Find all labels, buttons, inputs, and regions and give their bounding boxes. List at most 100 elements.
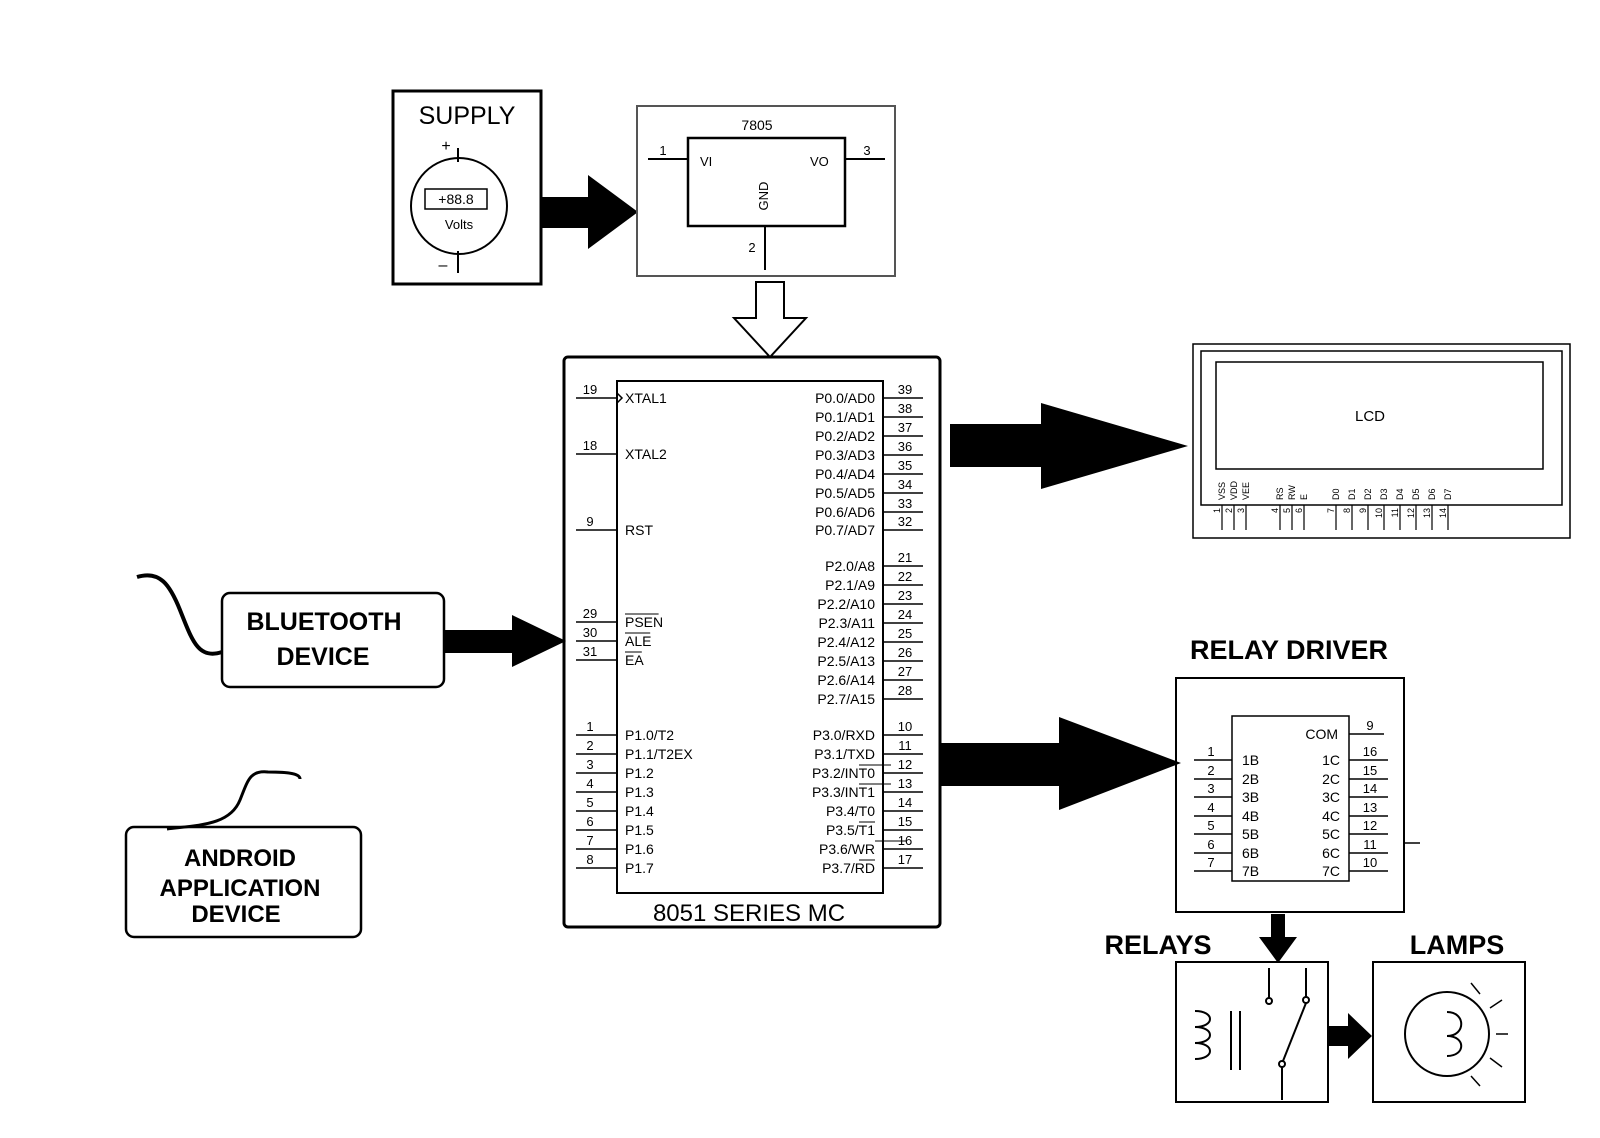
lcd-pin-number: 12 <box>1406 508 1416 518</box>
lcd-pin-number: 11 <box>1390 508 1400 517</box>
supply-plus-label: + <box>441 138 450 155</box>
mcu-pin-number: 32 <box>898 514 912 529</box>
mcu-pin-name: P1.4 <box>625 803 654 819</box>
arrow-mcu-to-relay-driver <box>940 717 1181 810</box>
driver-pin-name: 5B <box>1242 826 1259 842</box>
android-device-block: ANDROID APPLICATION DEVICE <box>124 825 363 939</box>
driver-pin-name: 6C <box>1322 845 1340 861</box>
mcu-title: 8051 SERIES MC <box>653 900 845 927</box>
driver-pin-name: 1B <box>1242 752 1259 768</box>
mcu-pin-number: 10 <box>898 719 912 734</box>
android-label-line2: APPLICATION <box>160 875 321 902</box>
mcu-pin-name: P3.4/T0 <box>826 803 875 819</box>
mcu-pin-number: 6 <box>586 814 593 829</box>
mcu-pin-name: P3.3/INT1 <box>812 784 875 800</box>
mcu-pin-name: P2.1/A9 <box>825 577 875 593</box>
voltmeter-unit: Volts <box>445 217 474 232</box>
driver-pin-number: 14 <box>1363 781 1377 796</box>
mcu-pin-name: XTAL1 <box>625 390 667 406</box>
mcu-pin-name: P0.0/AD0 <box>815 390 875 406</box>
voltmeter-icon <box>410 157 508 255</box>
android-label-line3: DEVICE <box>191 901 280 928</box>
mcu-pin-name: P2.7/A15 <box>817 691 875 707</box>
mcu-pin-name: P2.2/A10 <box>817 596 875 612</box>
relay-driver-com-pin: 9 <box>1366 718 1373 733</box>
relay-coil-icon <box>1194 1010 1241 1070</box>
mcu-pin-number: 11 <box>898 738 912 753</box>
arrow-driver-to-relays <box>1259 914 1297 963</box>
mcu-pin-number: 29 <box>583 606 597 621</box>
regulator-label-in: VI <box>700 154 712 169</box>
relay-driver-pins: 11B22B33B44B55B66B77B161C152C143C134C125… <box>1194 744 1388 879</box>
lcd-block: LCD VSS1VDD2VEE3RS4RW5E6D07D18D29D310D41… <box>1192 343 1571 539</box>
arrow-regulator-to-mcu <box>731 281 809 359</box>
mcu-pin-name: EA <box>625 652 644 668</box>
driver-pin-number: 7 <box>1207 855 1214 870</box>
mcu-pin-name: P0.7/AD7 <box>815 522 875 538</box>
mcu-pin-number: 17 <box>898 852 912 867</box>
lcd-pin-number: 3 <box>1236 508 1246 513</box>
mcu-pin-number: 12 <box>898 757 912 772</box>
mcu-pin-name: P2.5/A13 <box>817 653 875 669</box>
mcu-pin-number: 28 <box>898 683 912 698</box>
regulator-pin-in: 1 <box>659 143 666 158</box>
mcu-pin-name: XTAL2 <box>625 446 667 462</box>
driver-pin-number: 13 <box>1363 800 1377 815</box>
mcu-pin-name: P0.6/AD6 <box>815 504 875 520</box>
mcu-pin-number: 38 <box>898 401 912 416</box>
mcu-pin-number: 22 <box>898 569 912 584</box>
mcu-pin-name: P1.2 <box>625 765 654 781</box>
android-label-line1: ANDROID <box>184 845 296 872</box>
lcd-pins: VSS1VDD2VEE3RS4RW5E6D07D18D29D310D411D51… <box>1212 480 1453 530</box>
bluetooth-antenna-wire <box>136 573 223 656</box>
mcu-pin-name: P2.3/A11 <box>818 615 875 631</box>
mcu-pin-name: P1.5 <box>625 822 654 838</box>
driver-pin-name: 2C <box>1322 771 1340 787</box>
mcu-pin-number: 2 <box>586 738 593 753</box>
lcd-pin-name: D1 <box>1347 488 1357 500</box>
driver-pin-name: 3C <box>1322 789 1340 805</box>
driver-pin-number: 5 <box>1207 818 1214 833</box>
mcu-pin-name: P3.1/TXD <box>814 746 875 762</box>
lcd-pin-number: 13 <box>1422 508 1432 518</box>
mcu-pin-number: 4 <box>586 776 593 791</box>
supply-minus-label: – <box>439 257 448 274</box>
lcd-pin-number: 8 <box>1342 508 1352 513</box>
mcu-pin-name: P2.0/A8 <box>825 558 875 574</box>
mcu-pin-number: 30 <box>583 625 597 640</box>
mcu-pin-number: 33 <box>898 496 912 511</box>
mcu-pin-number: 39 <box>898 382 912 397</box>
relay-driver-com-label: COM <box>1305 726 1338 742</box>
driver-pin-name: 4C <box>1322 808 1340 824</box>
driver-pin-number: 2 <box>1207 763 1214 778</box>
mcu-pin-number: 13 <box>898 776 912 791</box>
mcu-pin-number: 27 <box>898 664 912 679</box>
driver-pin-name: 3B <box>1242 789 1259 805</box>
driver-pin-number: 10 <box>1363 855 1377 870</box>
driver-pin-number: 12 <box>1363 818 1377 833</box>
regulator-label-out: VO <box>810 154 829 169</box>
driver-pin-name: 7B <box>1242 863 1259 879</box>
mcu-pin-name: P2.6/A14 <box>817 672 875 688</box>
mcu-pin-number: 23 <box>898 588 912 603</box>
mcu-pin-number: 7 <box>586 833 593 848</box>
lcd-pin-name: VSS <box>1217 482 1227 500</box>
lcd-pin-name: RW <box>1287 485 1297 500</box>
android-antenna-wire <box>166 770 302 831</box>
mcu-right-pins: 39P0.0/AD038P0.1/AD137P0.2/AD236P0.3/AD3… <box>812 382 923 876</box>
driver-pin-name: 5C <box>1322 826 1340 842</box>
mcu-pin-name: P3.2/INT0 <box>812 765 875 781</box>
voltmeter-value: +88.8 <box>438 191 474 207</box>
mcu-pin-number: 24 <box>898 607 912 622</box>
bluetooth-label-line2: DEVICE <box>276 643 369 671</box>
mcu-block: 19XTAL118XTAL29RST29PSEN30ALE31EA1P1.0/T… <box>562 355 942 929</box>
lcd-pin-number: 4 <box>1270 508 1280 513</box>
arrow-bluetooth-to-mcu <box>443 615 566 667</box>
arrow-mcu-to-lcd <box>950 403 1188 489</box>
lcd-pin-name: D4 <box>1395 488 1405 500</box>
driver-pin-name: 1C <box>1322 752 1340 768</box>
arrow-supply-to-regulator <box>542 175 638 249</box>
lcd-pin-number: 1 <box>1212 508 1222 513</box>
mcu-pin-name: P0.5/AD5 <box>815 485 875 501</box>
lcd-pin-name: D7 <box>1443 488 1453 500</box>
